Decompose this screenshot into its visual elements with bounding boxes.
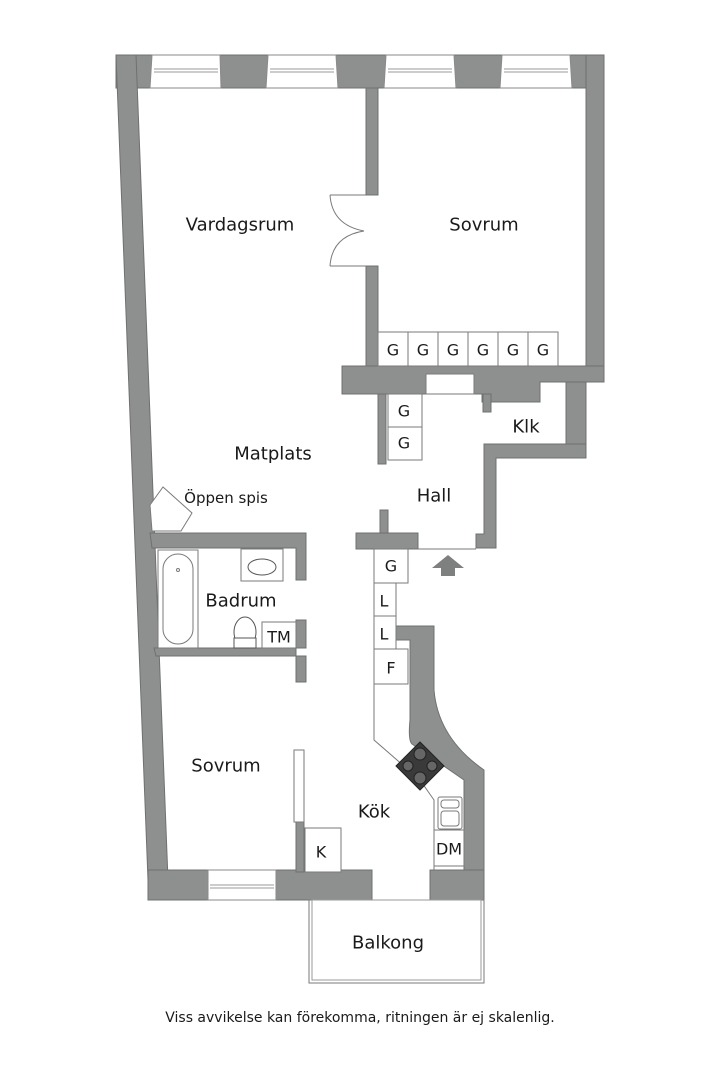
hall-wardrobe-g: G: [397, 433, 411, 453]
dm-label: DM: [435, 839, 463, 859]
stove-icon: [395, 741, 445, 791]
kitchen-l: L: [379, 591, 389, 611]
wardrobe-g: G: [476, 340, 490, 360]
room-sovrum-1: Sovrum: [449, 214, 519, 236]
wall-hall-stub: [379, 509, 389, 537]
wardrobe-g: G: [506, 340, 520, 360]
wall-right-bedroom: [585, 54, 605, 383]
wall-bathroom-right-lower: [295, 655, 307, 683]
wall-kitchen-angled: [395, 580, 485, 881]
room-hall: Hall: [416, 485, 452, 507]
wall-bottom-left: [147, 869, 209, 901]
wardrobe-g: G: [536, 340, 550, 360]
tm-label: TM: [267, 627, 291, 647]
label-oppen-spis: Öppen spis: [184, 489, 268, 507]
basin-icon: [247, 558, 277, 576]
room-vardagsrum: Vardagsrum: [185, 214, 295, 236]
entrance-arrow-icon: [432, 555, 464, 576]
hall-wardrobe-g: G: [397, 401, 411, 421]
wall-bathroom-bottom: [153, 619, 307, 657]
wall-bottom-mid: [275, 869, 373, 901]
sliding-door: [293, 749, 305, 823]
wall-living-bedroom-lower: [365, 265, 379, 369]
wall-bedroom2-kitchen: [295, 819, 305, 873]
wall-left: [115, 54, 169, 881]
wall-hall-right: [475, 443, 587, 549]
toilet-icon: [233, 616, 257, 649]
wardrobe-g: G: [386, 340, 400, 360]
room-sovrum-2: Sovrum: [191, 755, 261, 777]
room-balkong: Balkong: [351, 932, 425, 954]
wardrobe-g: G: [446, 340, 460, 360]
wall-klk: [565, 381, 587, 451]
wall-hall-kitchen: [355, 532, 419, 550]
kitchen-g: G: [384, 556, 398, 576]
wardrobe-g: G: [416, 340, 430, 360]
wall-bottom-right: [429, 869, 485, 901]
fireplace-icon: [149, 486, 193, 532]
kitchen-f: F: [386, 658, 396, 678]
hall-closet-opening: [425, 373, 475, 395]
room-badrum: Badrum: [205, 590, 277, 612]
wall-hall-left: [377, 393, 387, 465]
k-label: K: [315, 842, 327, 862]
disclaimer: Viss avvikelse kan förekomma, ritningen …: [165, 1010, 555, 1026]
bathtub-icon: [157, 549, 199, 649]
balcony: [308, 899, 485, 984]
room-kok: Kök: [357, 801, 391, 823]
wall-klk-stub: [482, 393, 492, 413]
wall-living-bedroom-upper: [365, 87, 379, 196]
kitchen-l: L: [379, 624, 389, 644]
room-klk: Klk: [512, 416, 540, 438]
double-door: [329, 194, 366, 267]
wall-bathroom-top: [149, 532, 307, 581]
room-matplats: Matplats: [234, 443, 312, 465]
kitchen-sink-icon: [437, 796, 463, 830]
